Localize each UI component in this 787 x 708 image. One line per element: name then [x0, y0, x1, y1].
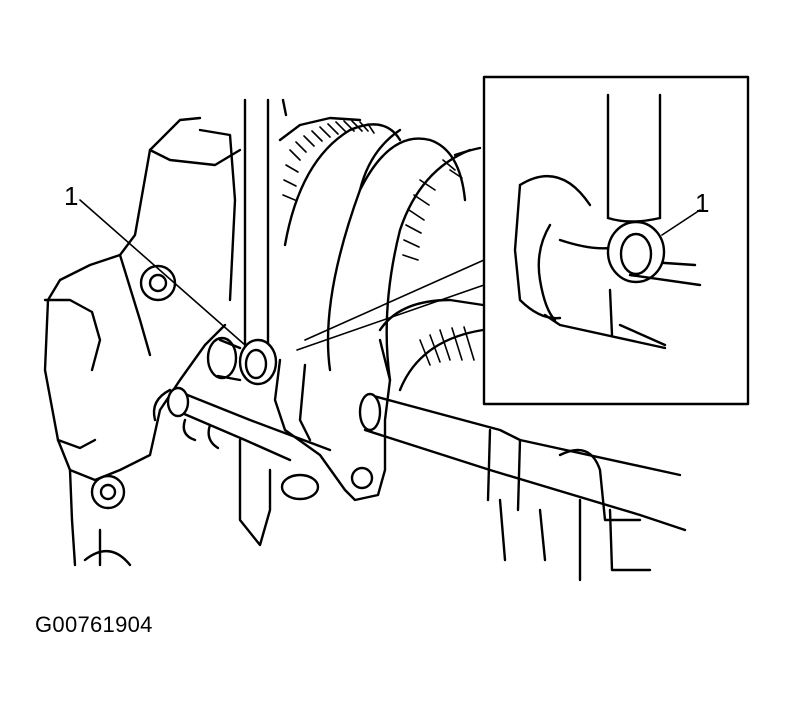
inset-callout-label: 1	[695, 188, 709, 218]
engine-block	[43, 116, 242, 567]
bearing-cap	[273, 338, 392, 502]
main-callout: 1	[64, 181, 246, 346]
lower-gear	[378, 298, 485, 392]
figure-code: G00761904	[35, 612, 153, 637]
camshaft	[152, 386, 687, 582]
timing-gear	[278, 116, 482, 382]
seal-tool	[206, 98, 288, 386]
main-callout-label: 1	[64, 181, 78, 211]
zoom-pointer	[296, 259, 485, 351]
detail-inset: 1	[482, 75, 750, 406]
